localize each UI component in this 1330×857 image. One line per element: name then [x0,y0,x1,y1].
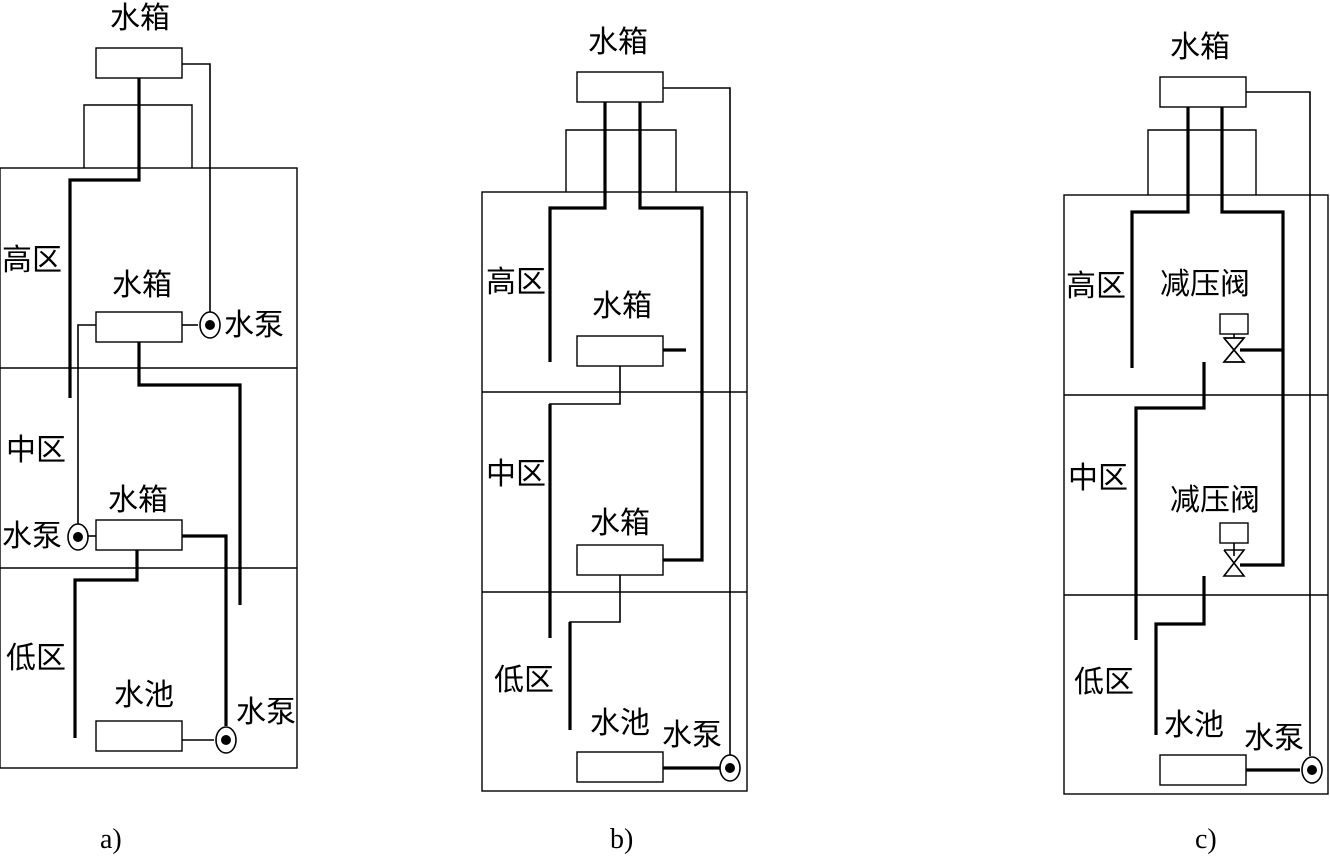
pump-icon [215,726,237,754]
label-tank-high-a: 水箱 [112,268,172,303]
label-pump-b: 水泵 [662,718,722,753]
riser-a-low [182,534,228,726]
roof-tank-b [576,71,664,103]
pipe-a-mid [137,342,242,605]
building-a [0,167,298,769]
diagram-c: 水箱 高区 减压阀 中区 减压阀 低区 水池 水泵 c) [1063,30,1329,855]
pool-a [95,720,183,752]
label-pump-high-a: 水泵 [224,308,284,343]
label-zone-mid-a: 中区 [6,433,66,468]
riser-a-mid [77,324,96,524]
pump-icon [1301,756,1323,784]
label-tank-high-b: 水箱 [592,289,652,324]
label-roof-tank-a: 水箱 [110,1,170,36]
pipe-c-mid [1134,362,1206,640]
roof-tank-c [1159,76,1247,108]
label-valve-mid-c: 减压阀 [1170,483,1260,518]
riser-b-main [663,87,731,755]
pipe-c-main [1220,107,1285,567]
pipe-b-mid-upper [549,366,621,638]
label-zone-mid-b: 中区 [486,457,546,492]
roof-tank-a [95,47,183,79]
label-pump-low-a: 水泵 [236,695,296,730]
label-roof-tank-c: 水箱 [1170,30,1230,65]
caption-c: c) [1195,824,1217,855]
pipe-a-low [73,550,139,738]
label-pool-a: 水池 [114,678,174,713]
pressure-reducing-valve-icon [1219,313,1249,363]
label-zone-low-c: 低区 [1074,665,1134,700]
label-tank-mid-a: 水箱 [108,483,168,518]
pool-b [576,751,664,783]
caption-a: a) [100,824,122,855]
label-pump-mid-a: 水泵 [2,519,62,554]
label-zone-low-a: 低区 [6,641,66,676]
tank-mid-a [95,519,183,551]
tank-high-b [576,335,664,367]
tank-mid-b [576,544,664,576]
label-tank-mid-b: 水箱 [590,506,650,541]
riser-c-main [1246,91,1311,756]
pool-c [1159,754,1247,786]
pipe-b-high [548,102,607,362]
roof-room-c [1147,129,1257,195]
pump-icon [67,523,89,551]
label-valve-high-c: 减压阀 [1160,267,1250,302]
pipe-c-low [1154,576,1206,735]
pipe-a-high [68,78,141,398]
roof-room-b [565,129,677,192]
label-pool-b: 水池 [590,706,650,741]
label-pool-c: 水池 [1164,708,1224,743]
label-zone-high-a: 高区 [2,243,62,278]
tank-high-a [95,311,183,343]
label-zone-low-b: 低区 [494,663,554,698]
riser-a-high [182,63,211,312]
building-b [481,191,748,792]
label-zone-high-c: 高区 [1066,269,1126,304]
pump-icon [199,311,221,339]
label-zone-mid-c: 中区 [1068,461,1128,496]
label-pump-c: 水泵 [1244,721,1304,756]
building-c [1063,194,1329,795]
diagram-b: 水箱 高区 水箱 中区 水箱 低区 水池 水泵 b) [481,25,748,855]
caption-b: b) [610,824,633,855]
pump-icon [719,754,741,782]
riser-b-a [638,102,704,562]
pipe-c-high [1130,107,1190,368]
label-roof-tank-b: 水箱 [588,25,648,60]
pressure-reducing-valve-icon [1219,522,1249,577]
diagram-a: 水箱 高区 水箱 水泵 中区 水箱 水泵 低区 水池 水泵 a) [0,1,298,855]
label-zone-high-b: 高区 [486,265,546,300]
